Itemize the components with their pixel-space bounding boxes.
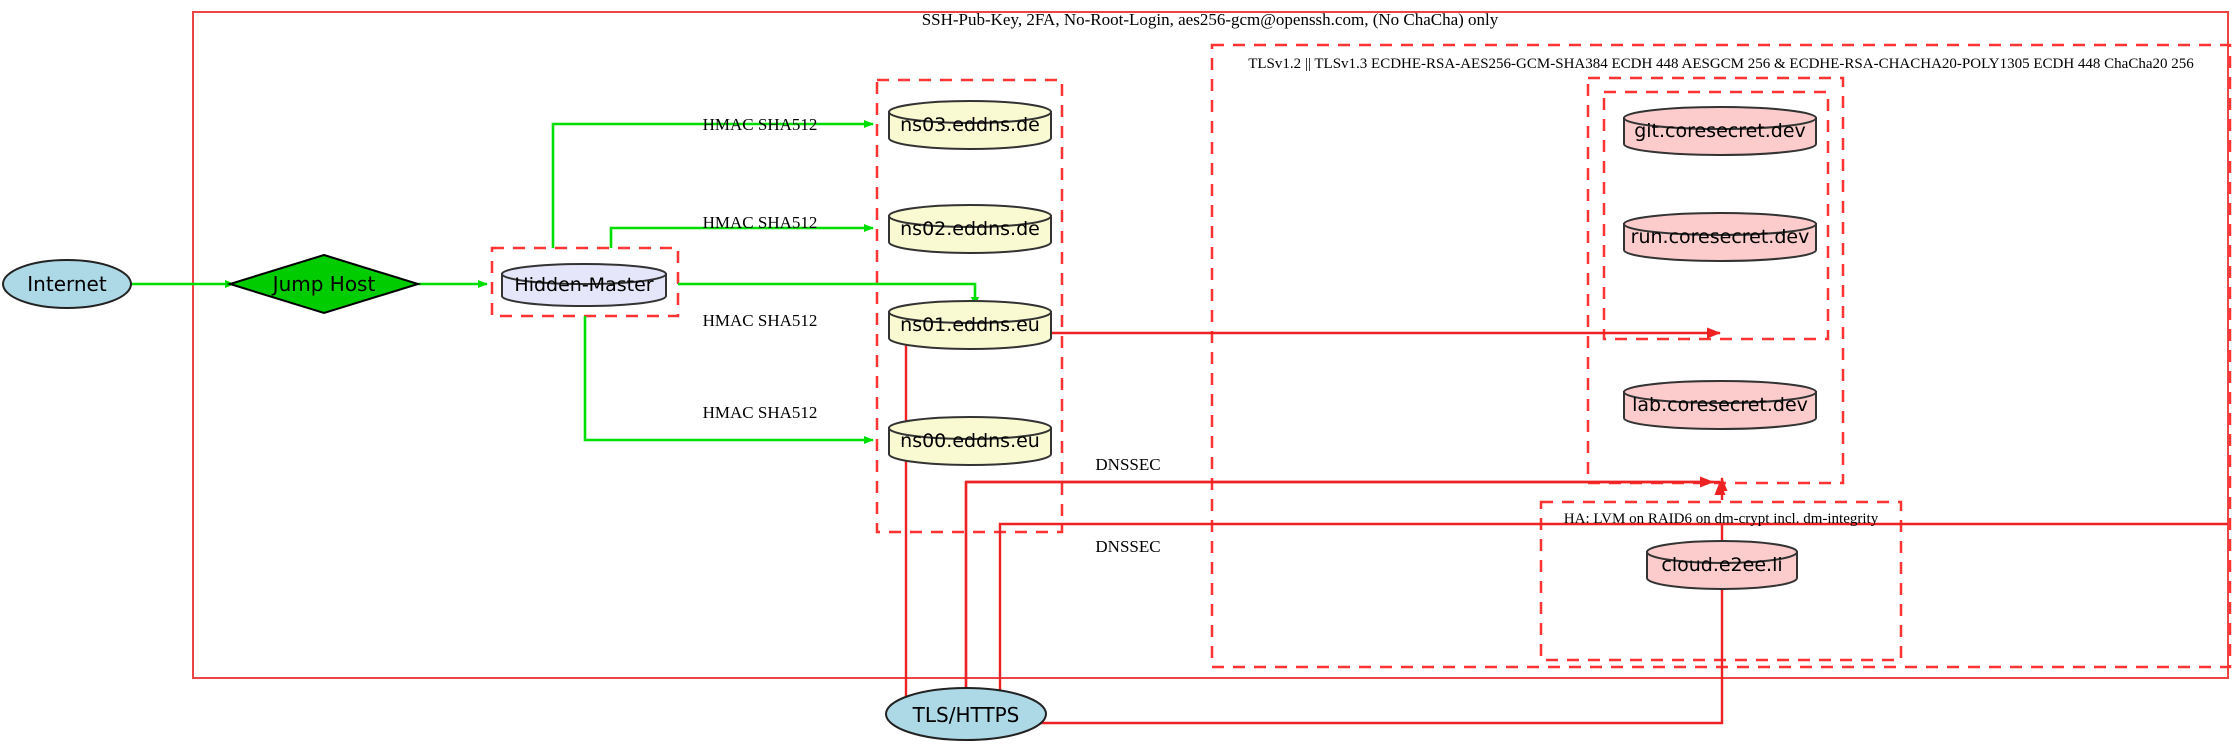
label-hmac-ns02: HMAC SHA512: [703, 213, 818, 232]
edge-master-ns03: [551, 120, 874, 248]
node-run-coresecret[interactable]: run.coresecret.dev: [1623, 212, 1817, 262]
node-jump-host-label: Jump Host: [271, 272, 376, 296]
node-jump-host[interactable]: Jump Host: [226, 253, 422, 315]
node-lab-coresecret[interactable]: lab.coresecret.dev: [1623, 380, 1817, 430]
coresecret-inner-box: [1602, 90, 1830, 341]
node-lab-label: lab.coresecret.dev: [1632, 394, 1808, 416]
node-hidden-master[interactable]: Hidden-Master: [501, 263, 667, 307]
label-dnssec-2: DNSSEC: [1095, 537, 1160, 556]
label-ha-note: HA: LVM on RAID6 on dm-crypt incl. dm-in…: [1564, 511, 1879, 527]
node-hidden-master-label: Hidden-Master: [514, 274, 653, 296]
node-ns01[interactable]: ns01.eddns.eu: [888, 300, 1052, 350]
node-ns01-label: ns01.eddns.eu: [900, 314, 1040, 336]
node-ns03[interactable]: ns03.eddns.de: [888, 100, 1052, 150]
edge-master-ns00: [583, 316, 874, 444]
node-internet[interactable]: Internet: [2, 259, 132, 309]
node-internet-label: Internet: [27, 272, 107, 296]
label-hmac-ns00: HMAC SHA512: [703, 403, 818, 422]
node-ns00[interactable]: ns00.eddns.eu: [888, 416, 1052, 466]
node-ns02[interactable]: ns02.eddns.de: [888, 204, 1052, 254]
edge-tls-upper: [904, 327, 1721, 723]
node-ns02-label: ns02.eddns.de: [900, 218, 1040, 240]
node-run-label: run.coresecret.dev: [1631, 226, 1810, 248]
ssh-boundary-box: [192, 11, 2229, 679]
dns-slave-box: [875, 78, 1064, 534]
label-dnssec-1: DNSSEC: [1095, 455, 1160, 474]
node-ns03-label: ns03.eddns.de: [900, 114, 1040, 136]
label-tls-note: TLSv1.2 || TLSv1.3 ECDHE-RSA-AES256-GCM-…: [1248, 56, 2194, 72]
edge-master-ns02: [609, 224, 874, 248]
label-hmac-ns03: HMAC SHA512: [703, 115, 818, 134]
node-git-label: git.coresecret.dev: [1634, 120, 1806, 142]
edge-tls-node-right: [1029, 524, 1724, 725]
node-cloud-label: cloud.e2ee.li: [1661, 554, 1782, 576]
node-ns00-label: ns00.eddns.eu: [900, 430, 1040, 452]
label-hmac-ns01: HMAC SHA512: [703, 311, 818, 330]
label-ssh-note: SSH-Pub-Key, 2FA, No-Root-Login, aes256-…: [922, 10, 1499, 29]
edge-dnssec-2: [998, 522, 2228, 723]
node-tls-https[interactable]: TLS/HTTPS: [885, 687, 1047, 741]
edge-master-ns01: [678, 282, 979, 307]
node-cloud-e2ee[interactable]: cloud.e2ee.li: [1646, 540, 1798, 590]
node-git-coresecret[interactable]: git.coresecret.dev: [1623, 106, 1817, 156]
node-tls-https-label: TLS/HTTPS: [912, 703, 1020, 727]
